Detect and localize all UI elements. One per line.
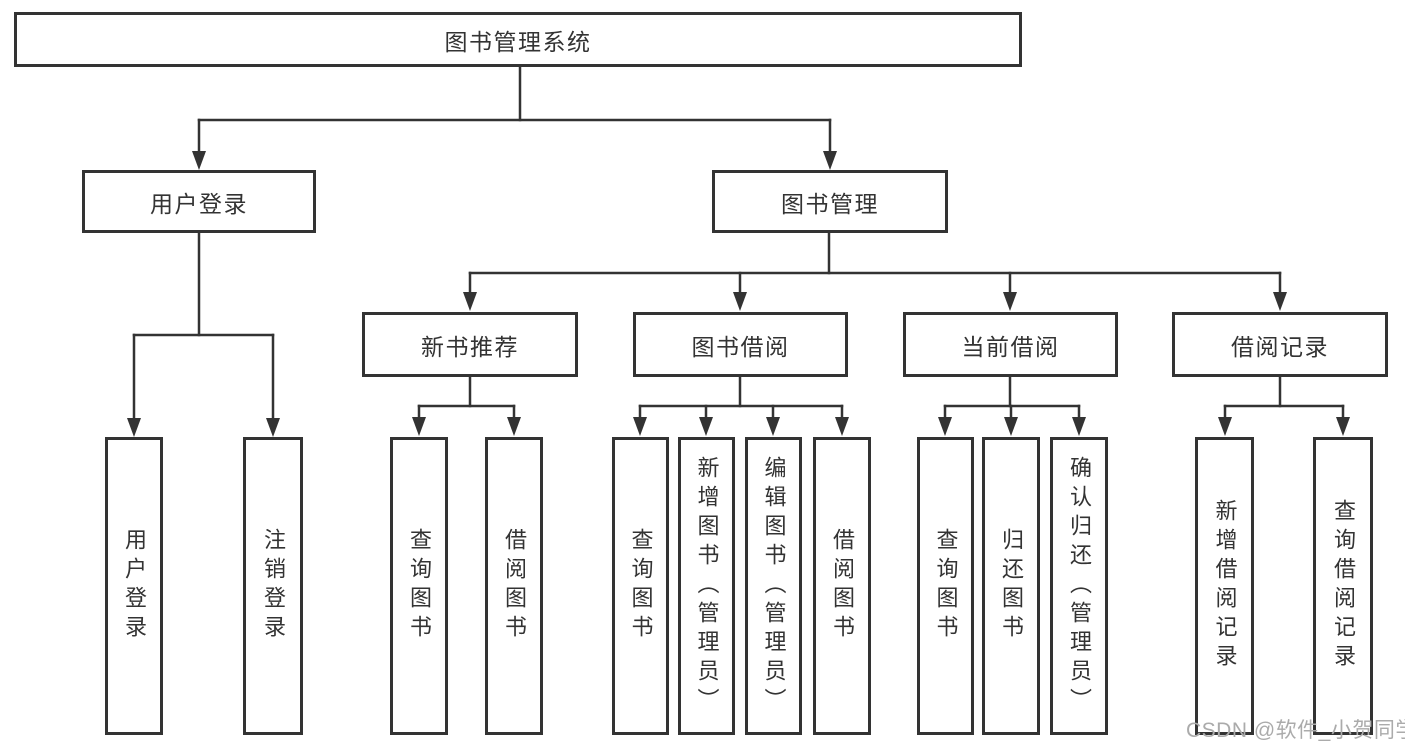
leaf-borrow-add-admin-label: 新增图书（管理员）: [694, 455, 720, 717]
leaf-current-query-label: 查询图书: [933, 528, 959, 644]
leaf-logout-label: 注销登录: [261, 528, 286, 644]
leaf-record-query-label: 查询借阅记录: [1331, 499, 1356, 673]
leaf-borrow-edit-admin: 编辑图书（管理员）: [745, 437, 802, 735]
node-current-borrow: 当前借阅: [903, 312, 1118, 377]
node-book-management-label: 图书管理: [781, 190, 879, 217]
leaf-borrow-query-label: 查询图书: [628, 528, 654, 644]
leaf-current-query: 查询图书: [917, 437, 974, 735]
leaf-record-add-label: 新增借阅记录: [1212, 499, 1238, 673]
leaf-borrow-query: 查询图书: [612, 437, 669, 735]
node-new-book-recommend-label: 新书推荐: [421, 333, 519, 360]
leaf-newbook-query: 查询图书: [390, 437, 448, 735]
node-borrow-records: 借阅记录: [1172, 312, 1388, 377]
leaf-current-return: 归还图书: [982, 437, 1040, 735]
node-root-label: 图书管理系统: [444, 28, 592, 55]
leaf-borrow-add-admin: 新增图书（管理员）: [678, 437, 735, 735]
node-user-login-label: 用户登录: [150, 190, 248, 217]
csdn-watermark: CSDN @软件_小贺同学: [1186, 719, 1405, 742]
leaf-record-add: 新增借阅记录: [1195, 437, 1254, 735]
node-user-login: 用户登录: [82, 170, 316, 233]
leaf-logout: 注销登录: [243, 437, 303, 735]
leaf-record-query: 查询借阅记录: [1313, 437, 1373, 735]
node-root: 图书管理系统: [14, 12, 1022, 67]
node-book-management: 图书管理: [712, 170, 948, 233]
node-current-borrow-label: 当前借阅: [961, 333, 1060, 360]
leaf-borrow-book: 借阅图书: [813, 437, 871, 735]
leaf-newbook-query-label: 查询图书: [407, 528, 432, 644]
leaf-current-confirm-admin: 确认归还（管理员）: [1050, 437, 1108, 735]
leaf-user-login: 用户登录: [105, 437, 163, 735]
leaf-current-confirm-admin-label: 确认归还（管理员）: [1067, 455, 1092, 717]
leaf-user-login-label: 用户登录: [122, 528, 147, 644]
node-book-borrow: 图书借阅: [633, 312, 848, 377]
node-borrow-records-label: 借阅记录: [1231, 333, 1329, 360]
leaf-current-return-label: 归还图书: [999, 528, 1024, 644]
leaf-newbook-borrow-label: 借阅图书: [502, 528, 527, 644]
node-new-book-recommend: 新书推荐: [362, 312, 578, 377]
node-book-borrow-label: 图书借阅: [691, 333, 790, 360]
leaf-borrow-edit-admin-label: 编辑图书（管理员）: [761, 455, 787, 717]
leaf-newbook-borrow: 借阅图书: [485, 437, 543, 735]
leaf-borrow-book-label: 借阅图书: [830, 528, 855, 644]
